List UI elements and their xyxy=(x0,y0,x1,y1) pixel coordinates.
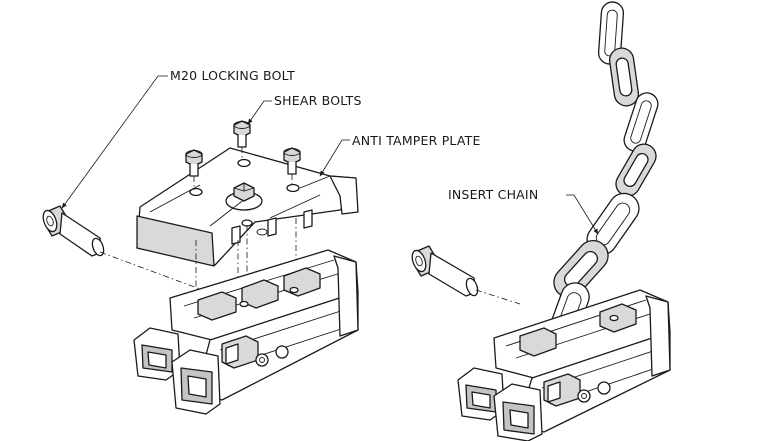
bolt-axis-line-right xyxy=(475,289,521,305)
locking-bolt-right xyxy=(411,245,479,297)
shear-bolt-right xyxy=(283,147,301,186)
shear-bolt-left xyxy=(185,149,203,190)
label-locking-bolt: M20 LOCKING BOLT xyxy=(170,68,295,83)
label-anti-tamper-plate: ANTI TAMPER PLATE xyxy=(352,133,481,148)
label-shear-bolts: SHEAR BOLTS xyxy=(274,93,362,108)
anti-tamper-plate xyxy=(136,147,359,267)
shear-bolt-center xyxy=(233,120,251,160)
leader-shear-bolts xyxy=(247,100,272,125)
label-insert-chain: INSERT CHAIN xyxy=(448,187,538,202)
central-bolt-head xyxy=(233,182,255,202)
bolt-axis-line-left xyxy=(99,251,209,293)
rail-clamp-left xyxy=(133,249,359,415)
leader-insert-chain xyxy=(566,194,599,235)
rail-clamp-right xyxy=(457,289,671,441)
locking-bolt-left xyxy=(42,205,105,257)
leader-anti-tamper-plate xyxy=(319,139,350,177)
leader-locking-bolt xyxy=(61,75,168,209)
